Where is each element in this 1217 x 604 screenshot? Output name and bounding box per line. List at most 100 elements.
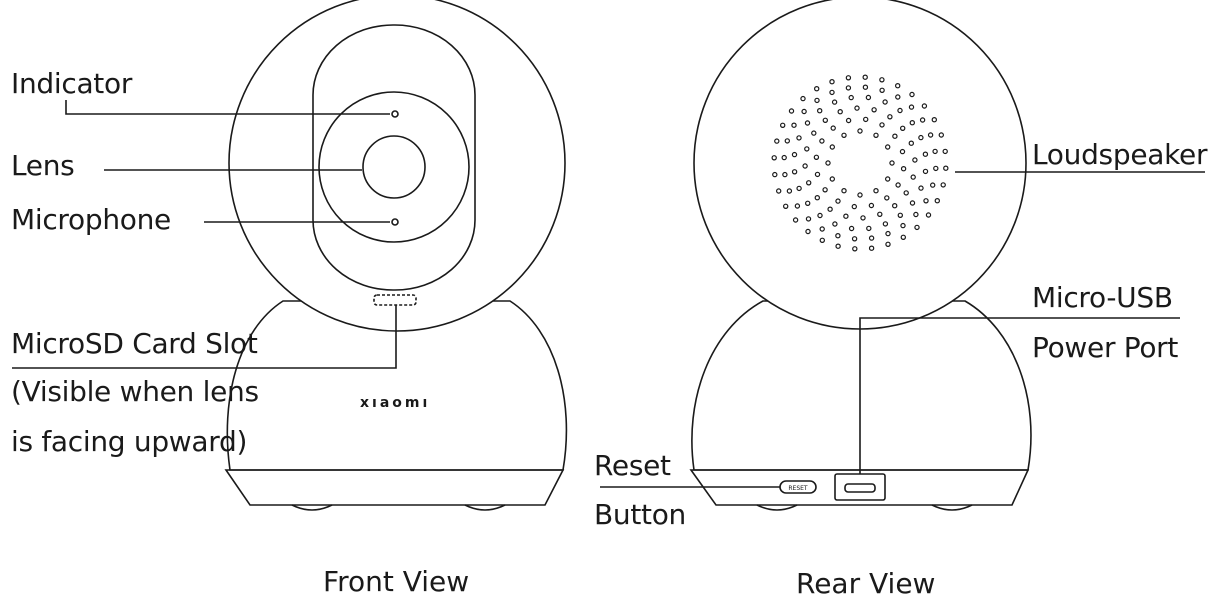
speaker-hole	[851, 236, 858, 242]
speaker-hole	[932, 148, 938, 155]
speaker-hole	[772, 171, 778, 178]
speaker-hole	[884, 195, 890, 201]
speaker-hole	[887, 114, 893, 120]
label-microsd-line3: is facing upward)	[11, 425, 248, 458]
speaker-hole	[930, 182, 936, 188]
speaker-hole	[903, 190, 909, 196]
speaker-hole	[868, 245, 875, 251]
speaker-hole	[879, 77, 885, 83]
speaker-hole	[804, 120, 811, 126]
speaker-hole	[831, 99, 838, 105]
speaker-hole	[857, 128, 863, 134]
speaker-hole	[882, 99, 888, 105]
speaker-hole	[900, 234, 907, 240]
speaker-hole	[908, 140, 915, 146]
speaker-hole	[909, 91, 915, 98]
label-reset-line1: Reset	[594, 449, 671, 482]
label-loudspeaker: Loudspeaker	[1032, 138, 1208, 171]
indicator-dot	[391, 110, 399, 118]
label-micro-usb-line2: Power Port	[1032, 331, 1179, 364]
speaker-hole	[877, 211, 883, 217]
speaker-hole	[805, 228, 811, 235]
label-microphone: Microphone	[11, 203, 171, 236]
speaker-hole	[852, 246, 858, 252]
speaker-hole	[845, 117, 852, 124]
speaker-hole	[817, 212, 823, 219]
front-base-bottom	[224, 469, 565, 506]
speaker-hole	[801, 108, 807, 115]
label-micro-usb-line1: Micro-USB	[1032, 281, 1173, 314]
rear-base-bottom	[689, 469, 1030, 506]
speaker-hole	[862, 74, 868, 80]
speaker-hole	[796, 135, 802, 141]
rear-foot-right	[931, 504, 973, 511]
speaker-hole	[868, 202, 875, 209]
speaker-hole	[829, 89, 835, 96]
speaker-hole	[776, 188, 782, 194]
speaker-hole	[866, 225, 872, 232]
microsd-slot	[373, 294, 417, 306]
speaker-hole	[927, 132, 934, 138]
speaker-hole	[900, 125, 906, 132]
rear-head-sphere	[693, 0, 1027, 330]
speaker-hole	[780, 122, 786, 129]
speaker-hole	[897, 107, 903, 114]
speaker-hole	[879, 122, 885, 128]
front-lens-panel	[312, 24, 476, 291]
speaker-hole	[830, 125, 836, 131]
speaker-hole	[918, 134, 924, 141]
speaker-hole	[782, 171, 788, 178]
speaker-hole	[845, 75, 852, 81]
speaker-hole	[931, 116, 938, 123]
speaker-hole	[889, 160, 895, 166]
speaker-hole	[848, 94, 854, 101]
speaker-hole	[794, 203, 801, 209]
speaker-hole	[913, 211, 919, 218]
speaker-hole	[814, 194, 821, 201]
speaker-hole	[925, 212, 932, 218]
speaker-hole	[814, 97, 820, 104]
speaker-hole	[910, 174, 916, 180]
speaker-hole	[845, 85, 852, 91]
speaker-hole	[885, 176, 891, 182]
speaker-hole	[885, 241, 891, 247]
front-camera	[12, 0, 568, 511]
speaker-hole	[800, 95, 806, 102]
speaker-hole	[919, 117, 926, 123]
rear-camera: RESET	[600, 0, 1205, 511]
speaker-hole	[829, 176, 836, 182]
speaker-hole	[814, 85, 820, 92]
lens-ring-outer	[318, 91, 470, 243]
micro-usb-port	[844, 483, 876, 493]
speaker-hole	[865, 94, 872, 101]
speaker-hole	[796, 185, 802, 192]
label-indicator: Indicator	[11, 67, 133, 100]
speaker-hole	[892, 202, 898, 209]
speaker-hole	[857, 192, 863, 198]
speaker-hole	[783, 203, 789, 209]
caption-front-view: Front View	[323, 565, 470, 598]
speaker-hole	[805, 200, 811, 206]
speaker-hole	[918, 185, 924, 191]
label-microsd-line2: (Visible when lens	[11, 375, 259, 408]
speaker-hole	[940, 182, 946, 188]
speaker-hole	[854, 105, 860, 111]
indicator-leader	[65, 100, 390, 115]
speaker-hole	[804, 146, 810, 152]
speaker-hole	[835, 243, 841, 249]
speaker-hole	[900, 165, 907, 172]
speaker-hole	[895, 182, 901, 188]
label-reset-line2: Button	[594, 498, 686, 531]
speaker-hole	[843, 213, 849, 219]
speaker-hole	[897, 212, 904, 218]
speaker-hole	[895, 82, 901, 89]
speaker-hole	[802, 163, 808, 169]
speaker-hole	[774, 138, 780, 144]
speaker-hole	[909, 200, 916, 206]
speaker-hole	[811, 130, 817, 136]
speaker-hole	[914, 224, 920, 231]
speaker-hole	[863, 116, 869, 123]
speaker-hole	[921, 103, 928, 109]
